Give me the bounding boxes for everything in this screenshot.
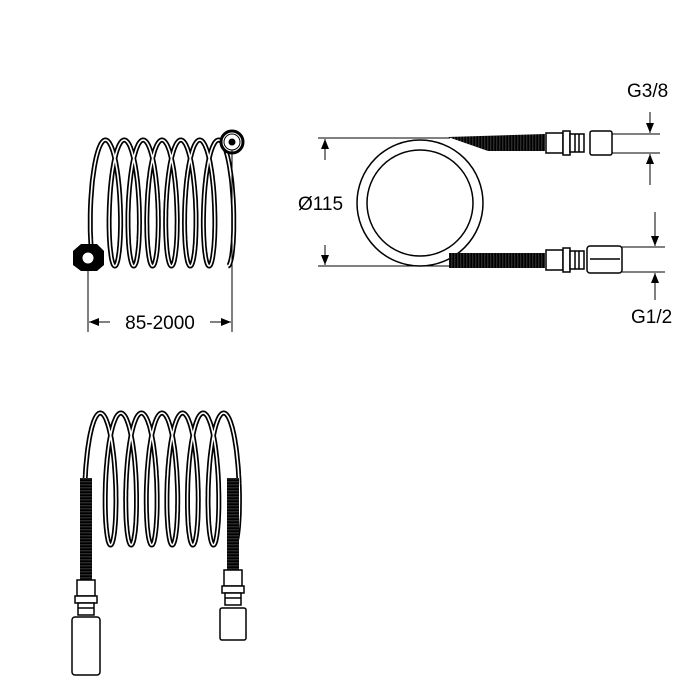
length-dimension-label: 85-2000 — [125, 313, 195, 334]
thread-dimension-bottom — [622, 212, 665, 300]
length-dimension — [87, 150, 233, 332]
thread-top-label: G3/8 — [627, 81, 668, 102]
hex-nut-end — [73, 244, 104, 271]
thread-dimension-top — [612, 112, 660, 185]
corrugated-hose-left — [80, 478, 92, 580]
thread-bottom-label: G1/2 — [631, 307, 672, 328]
diameter-label: Ø115 — [298, 194, 343, 215]
fitting-right — [219, 569, 247, 641]
hose-coil-stroke — [89, 139, 235, 267]
diameter-dimension — [318, 137, 450, 267]
hose-coil-stroke — [87, 137, 237, 269]
coil-front-view — [82, 410, 242, 548]
fitting-left — [71, 579, 101, 676]
corrugated-hose-right — [227, 478, 239, 570]
corrugated-hose-top — [448, 134, 545, 151]
hose-coil-stroke — [83, 412, 241, 546]
fitting-g38 — [545, 130, 613, 156]
corrugated-hose-bottom — [449, 253, 545, 268]
coil-side-view — [87, 137, 237, 269]
hose-ring-view — [356, 130, 623, 274]
fitting-g12 — [545, 245, 623, 274]
hose-coil-stroke — [82, 410, 242, 548]
round-fitting-end — [219, 129, 245, 155]
